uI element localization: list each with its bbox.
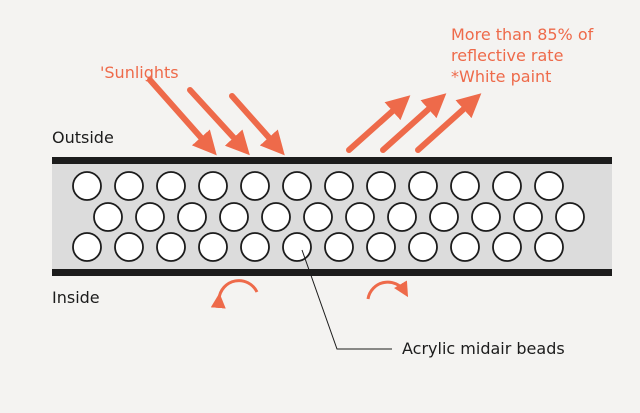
- acrylic-bead: [492, 232, 522, 262]
- sunlight-arrow: [187, 87, 250, 156]
- incoming-sunlight-arrows: [147, 77, 285, 156]
- acrylic-bead: [450, 232, 480, 262]
- acrylic-bead: [177, 202, 207, 232]
- beads-label: Acrylic midair beads: [402, 339, 565, 358]
- acrylic-bead: [156, 171, 186, 201]
- acrylic-bead: [240, 171, 270, 201]
- acrylic-bead: [534, 171, 564, 201]
- acrylic-bead: [135, 202, 165, 232]
- acrylic-bead: [324, 171, 354, 201]
- sunlight-label: 'Sunlights: [100, 63, 179, 82]
- acrylic-bead: [408, 171, 438, 201]
- acrylic-bead: [93, 202, 123, 232]
- inner-surface-line: [52, 269, 612, 276]
- reflection-arrow: [346, 95, 411, 153]
- reflection-arrow: [380, 93, 447, 153]
- acrylic-bead: [492, 171, 522, 201]
- acrylic-bead: [450, 171, 480, 201]
- acrylic-bead: [534, 232, 564, 262]
- circulation-arrow-right: [366, 280, 409, 300]
- acrylic-bead: [282, 232, 312, 262]
- acrylic-bead: [282, 171, 312, 201]
- reflected-light-arrows: [346, 93, 482, 153]
- reflectance-label-line1: More than 85% of: [451, 25, 594, 44]
- acrylic-bead: [240, 232, 270, 262]
- acrylic-bead: [72, 232, 102, 262]
- acrylic-bead: [303, 202, 333, 232]
- reflectance-label-line3: *White paint: [451, 67, 552, 86]
- acrylic-bead: [198, 171, 228, 201]
- reflection-arrow: [415, 93, 482, 153]
- inside-label: Inside: [52, 288, 100, 307]
- acrylic-bead: [261, 202, 291, 232]
- reflectance-label-line2: reflective rate: [451, 46, 564, 65]
- acrylic-bead: [429, 202, 459, 232]
- acrylic-bead: [555, 202, 585, 232]
- acrylic-bead: [366, 171, 396, 201]
- sunlight-arrow: [147, 77, 217, 156]
- outer-surface-line: [52, 157, 612, 164]
- acrylic-bead: [114, 232, 144, 262]
- bead-leader-line: [301, 249, 392, 350]
- acrylic-bead: [366, 232, 396, 262]
- acrylic-bead: [198, 232, 228, 262]
- acrylic-bead: [114, 171, 144, 201]
- acrylic-bead: [345, 202, 375, 232]
- acrylic-bead: [324, 232, 354, 262]
- acrylic-bead: [156, 232, 186, 262]
- bead-layer: [72, 171, 585, 262]
- acrylic-bead: [408, 232, 438, 262]
- acrylic-bead: [471, 202, 501, 232]
- outside-label: Outside: [52, 128, 114, 147]
- circulation-arrow-left: [210, 279, 259, 309]
- acrylic-bead: [72, 171, 102, 201]
- acrylic-bead: [219, 202, 249, 232]
- sunlight-arrow: [229, 93, 285, 156]
- acrylic-bead: [513, 202, 543, 232]
- acrylic-bead: [387, 202, 417, 232]
